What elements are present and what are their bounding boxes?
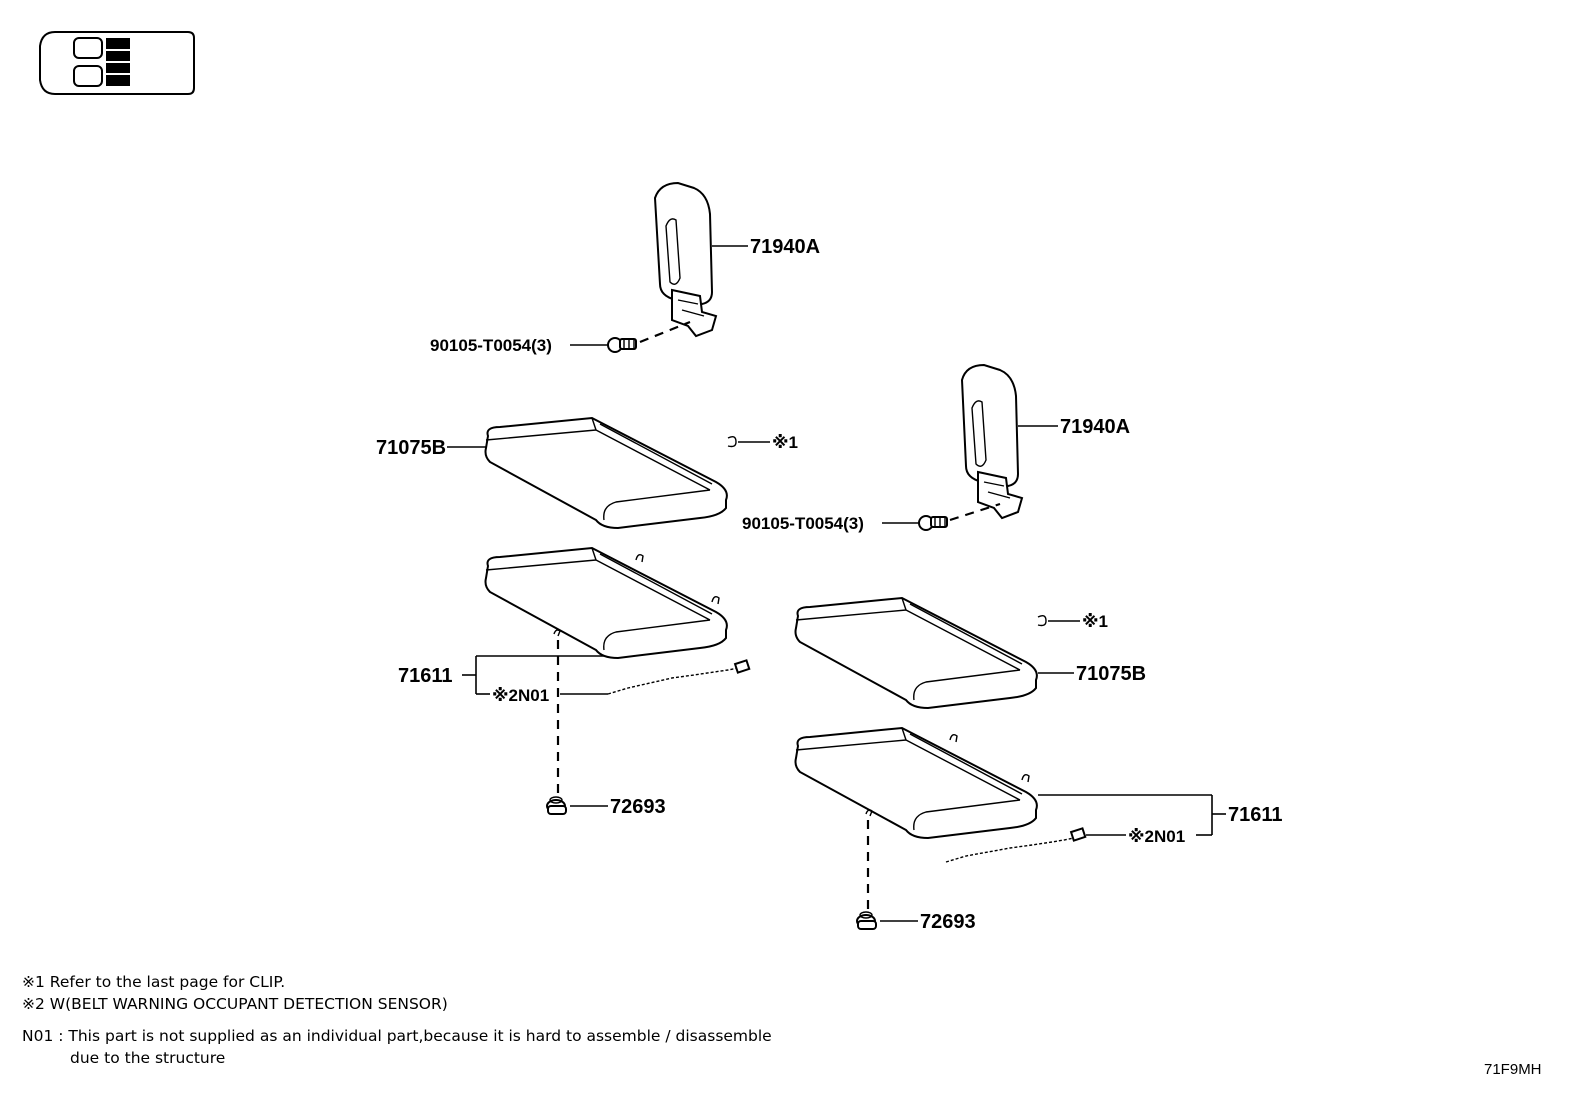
sensor-wire-left-part — [607, 659, 751, 695]
bolt-right-part — [918, 515, 948, 531]
sensor-wire-right-part — [945, 827, 1087, 863]
label-bolt-right: 90105-T0054(3) — [742, 514, 864, 533]
label-clip-ref-left: ※1 — [772, 433, 798, 452]
bolt-upper-part — [607, 337, 637, 353]
headrest-right-part — [960, 363, 1024, 520]
label-sensor-left: ※2N01 — [492, 686, 549, 705]
label-headrest-right: 71940A — [1060, 416, 1130, 438]
footnote-2: ※2 W(BELT WARNING OCCUPANT DETECTION SEN… — [22, 995, 448, 1013]
footnote-3-continued: due to the structure — [70, 1049, 225, 1067]
fastener-left-part — [546, 796, 567, 815]
label-cushion-cover-right: 71075B — [1076, 663, 1146, 685]
label-fastener-right: 72693 — [920, 911, 976, 933]
clip-right-icon — [1037, 614, 1047, 627]
cushion-left-part — [484, 546, 728, 660]
label-sensor-right: ※2N01 — [1128, 827, 1185, 846]
fastener-right-part — [856, 911, 877, 930]
label-bolt-upper: 90105-T0054(3) — [430, 336, 552, 355]
headrest-upper-part — [653, 181, 718, 338]
vehicle-seat-locator-icon — [39, 31, 195, 95]
dash-bolt-upper — [639, 320, 691, 344]
footnote-3: N01 : This part is not supplied as an in… — [22, 1027, 772, 1045]
label-cushion-cover-left: 71075B — [376, 437, 446, 459]
clip-left-icon — [727, 435, 737, 448]
figure-code: 71F9MH — [1484, 1061, 1542, 1078]
footnote-1: ※1 Refer to the last page for CLIP. — [22, 973, 285, 991]
label-headrest-upper: 71940A — [750, 236, 820, 258]
cushion-right-part — [794, 726, 1038, 840]
label-clip-ref-right: ※1 — [1082, 612, 1108, 631]
dash-bolt-right — [949, 502, 1001, 522]
cushion-cover-right-part — [794, 596, 1038, 710]
label-fastener-left: 72693 — [610, 796, 666, 818]
label-cushion-left: 71611 — [398, 665, 453, 687]
label-cushion-right: 71611 — [1228, 804, 1283, 826]
cushion-cover-left-part — [484, 416, 728, 530]
